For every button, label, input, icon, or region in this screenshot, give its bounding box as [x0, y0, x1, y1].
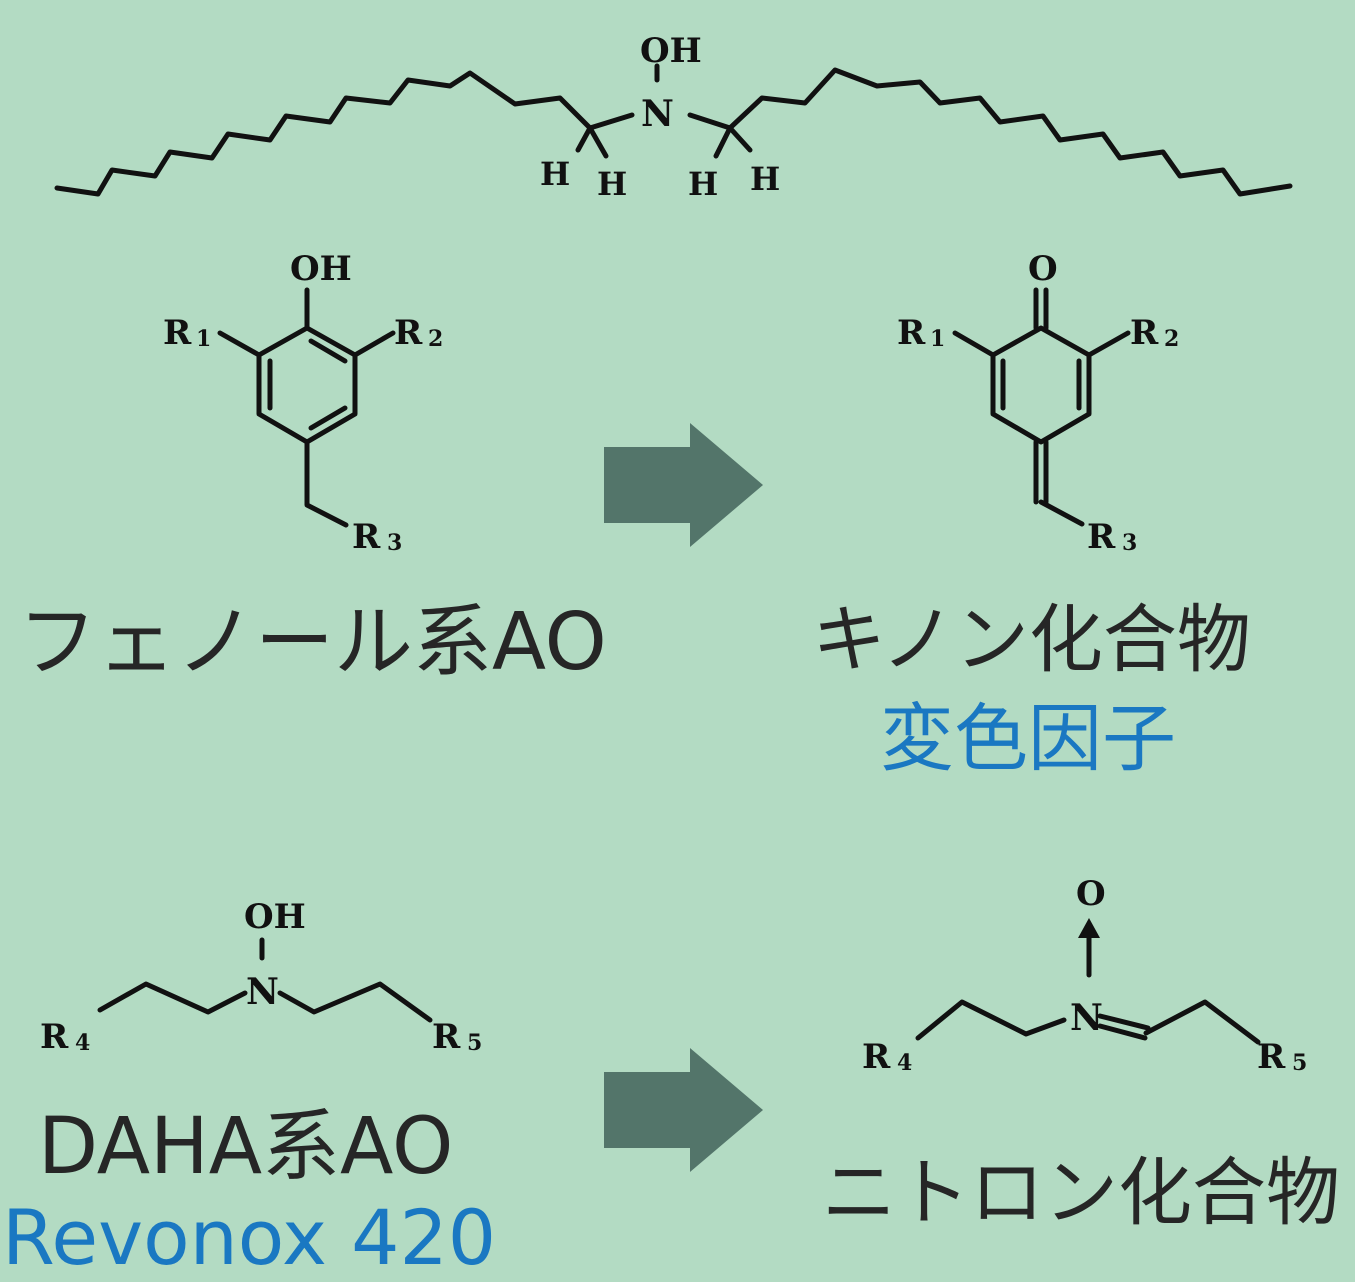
right-alkyl-chain [687, 67, 1293, 197]
quinone-ring [990, 325, 1092, 445]
nitrone-n-label: N [1070, 997, 1103, 1039]
quinone-label: キノン化合物 [812, 597, 1251, 683]
ring-double-bond [308, 338, 348, 364]
phenol-ao-label: フェノール系AO [18, 596, 607, 688]
phenol-oh-label: OH [290, 249, 352, 289]
r3-subscript: 3 [1122, 530, 1137, 556]
phenol-structure: OH R 1 R 2 R 3 [163, 249, 443, 557]
nitrone-left-chain [915, 999, 1067, 1041]
discoloration-factor-label: 変色因子 [880, 696, 1176, 782]
h-label: H [597, 165, 627, 203]
benzene-ring [256, 325, 358, 445]
n-o-arrow-head [1078, 918, 1100, 938]
r1-label: R [897, 313, 926, 353]
r3-label: R [1087, 517, 1116, 557]
r2-subscript: 2 [428, 326, 443, 352]
right-ch2-h-bond-a [713, 125, 733, 159]
ch-r3-bond [1038, 499, 1085, 527]
nitrone-o-label: O [1076, 874, 1106, 914]
r2-label: R [1130, 313, 1159, 353]
h-label: H [750, 160, 780, 198]
daha-ao-label: DAHA系AO [38, 1102, 454, 1192]
r5-label: R [1257, 1037, 1286, 1077]
r2-label: R [394, 313, 423, 353]
r3-subscript: 3 [387, 530, 402, 556]
top-n-label: N [641, 93, 674, 135]
revonox-label: Revonox 420 [2, 1193, 497, 1282]
left-ch2-h-bond-b [587, 125, 609, 159]
left-alkyl-chain [54, 70, 635, 197]
quinone-o-label: O [1028, 249, 1058, 289]
c-ch2-r3-bond [304, 439, 349, 528]
top-oh-label: OH [640, 31, 702, 71]
right-ch2-h-bond-b [727, 125, 753, 153]
quinone-structure: O R 1 R 2 R 3 [897, 249, 1179, 557]
r1-subscript: 1 [196, 326, 211, 352]
c-r2-bond [1086, 330, 1131, 358]
nitrone-label: ニトロン化合物 [822, 1150, 1340, 1236]
nitrone-structure: O N R 4 R 5 [862, 874, 1307, 1077]
daha-oh-label: OH [244, 897, 306, 937]
left-ch2-h-bond-a [575, 125, 593, 153]
daha-left-chain [97, 981, 248, 1015]
r4-subscript: 4 [897, 1050, 912, 1076]
h-label: H [540, 155, 570, 193]
c-r2-bond [352, 330, 396, 358]
top-hydroxylamine-structure: OH N H H H H [54, 31, 1293, 203]
c-r1-bond [952, 330, 996, 358]
r4-label: R [862, 1037, 891, 1077]
r5-subscript: 5 [1292, 1050, 1307, 1076]
r1-label: R [163, 313, 192, 353]
nitrone-right-chain [1143, 999, 1261, 1045]
h-label: H [688, 165, 718, 203]
ring-double-bond [308, 405, 348, 431]
n-c-double-bond-b [1097, 1023, 1148, 1041]
daha-n-label: N [246, 971, 279, 1013]
r2-subscript: 2 [1164, 326, 1179, 352]
r3-label: R [352, 517, 381, 557]
daha-right-chain [277, 981, 433, 1023]
n-c-double-bond-a [1097, 1013, 1151, 1031]
right-arrow-icon [604, 423, 763, 547]
r4-label: R [40, 1017, 69, 1057]
c-r1-bond [217, 330, 262, 358]
r4-subscript: 4 [75, 1030, 90, 1056]
daha-structure: OH N R 4 R 5 [40, 897, 482, 1057]
r5-label: R [432, 1017, 461, 1057]
r5-subscript: 5 [467, 1030, 482, 1056]
right-arrow-icon [604, 1048, 763, 1172]
r1-subscript: 1 [930, 326, 945, 352]
